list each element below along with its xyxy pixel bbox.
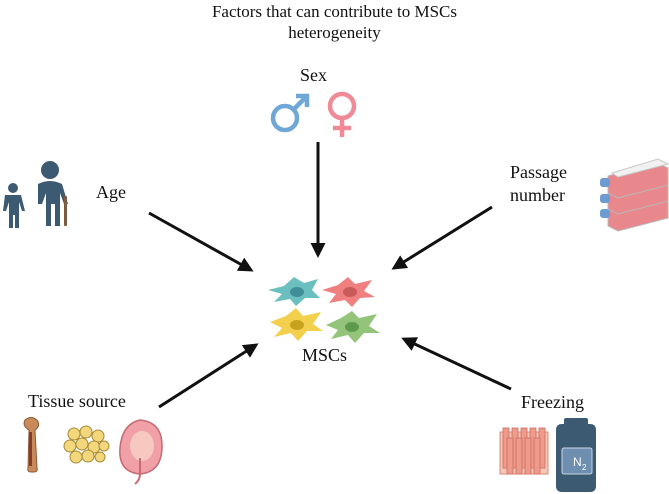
female-symbol-icon xyxy=(327,91,357,137)
uterus-fetus-icon xyxy=(119,419,163,485)
title-line-2: heterogeneity xyxy=(288,23,381,42)
diagram-title: Factors that can contribute to MSCs hete… xyxy=(0,1,669,43)
male-symbol-icon xyxy=(270,93,310,133)
arrow-tissue xyxy=(158,343,259,409)
liquid-nitrogen-dewar-icon: N 2 xyxy=(556,418,596,492)
adipose-tissue-icon xyxy=(63,425,110,464)
cell-teal xyxy=(268,277,320,306)
factor-label-passage-line2: number xyxy=(510,185,565,205)
factor-label-freezing: Freezing xyxy=(521,392,584,412)
arrow-age xyxy=(148,211,254,272)
nitrogen-subscript: 2 xyxy=(582,463,587,472)
cell-yellow xyxy=(270,308,323,341)
factor-label-passage: Passage number xyxy=(510,161,567,207)
elderly-figure-icon xyxy=(38,161,68,226)
cell-red xyxy=(322,277,375,307)
center-label-mscs: MSCs xyxy=(302,345,348,365)
arrow-freezing xyxy=(401,337,512,391)
factor-label-tissue: Tissue source xyxy=(28,391,126,411)
factor-label-age: Age xyxy=(96,182,126,202)
cell-green xyxy=(326,311,380,343)
nitrogen-label: N xyxy=(573,455,582,469)
child-figure-icon xyxy=(3,183,25,228)
flask-1 xyxy=(600,158,669,199)
title-line-1: Factors that can contribute to MSCs xyxy=(211,2,458,21)
factor-label-passage-line1: Passage xyxy=(510,162,567,182)
bone-icon xyxy=(23,417,40,473)
cryovial-rack-icon xyxy=(499,427,549,475)
factor-label-sex: Sex xyxy=(300,65,327,85)
arrow-passage xyxy=(391,205,493,270)
